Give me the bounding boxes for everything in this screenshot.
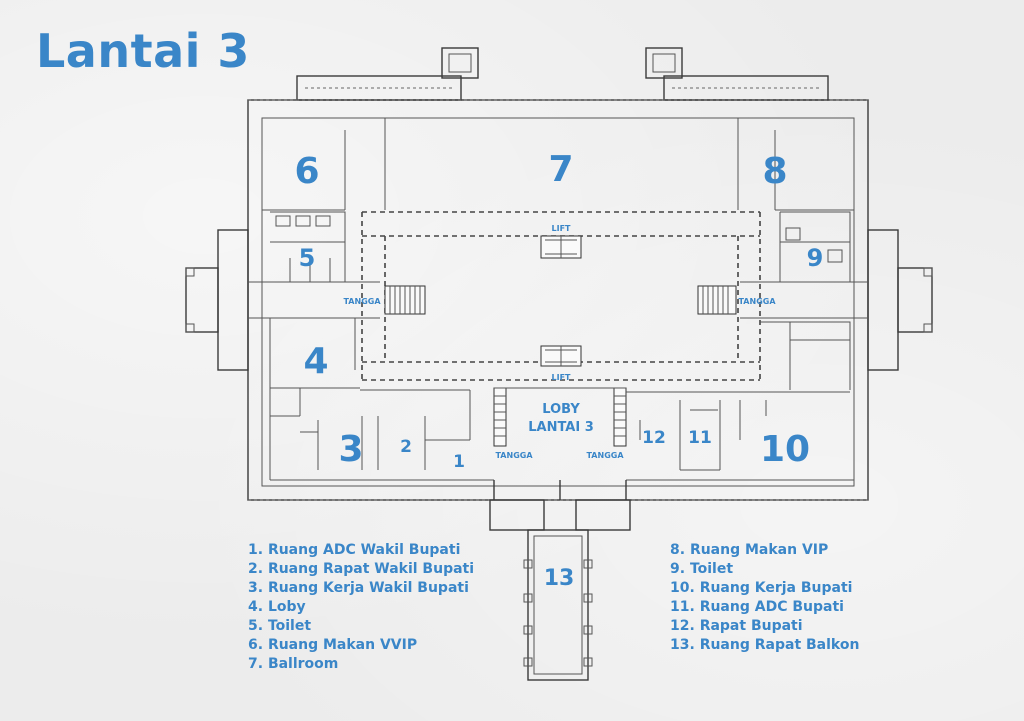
legend-item: 6. Ruang Makan VVIP xyxy=(248,637,418,653)
room-number-3: 3 xyxy=(338,429,363,470)
roof-towers xyxy=(296,47,829,101)
legend-right: 8. Ruang Makan VIP 9. Toilet 10. Ruang K… xyxy=(670,541,859,655)
legend-item: 10. Ruang Kerja Bupati xyxy=(670,580,853,596)
stairs-right xyxy=(697,285,737,315)
legend-item: 5. Toilet xyxy=(248,618,312,634)
lift-top-label: LIFT xyxy=(552,224,572,233)
stairs-left-label: TANGGA xyxy=(343,297,381,306)
stairs-bottom-right-label: TANGGA xyxy=(586,451,624,460)
legend-item: 8. Ruang Makan VIP xyxy=(670,542,829,558)
lift-bottom xyxy=(540,345,582,367)
legend-item: 12. Rapat Bupati xyxy=(670,618,803,634)
room-number-7: 7 xyxy=(548,149,573,190)
room-number-2: 2 xyxy=(400,437,412,457)
stairs-bottom-right xyxy=(613,387,627,447)
legend-item: 9. Toilet xyxy=(670,561,734,577)
room-number-4: 4 xyxy=(303,341,328,382)
lobby-label-line2: LANTAI 3 xyxy=(528,420,594,435)
lobby-label-line1: LOBY xyxy=(542,402,580,417)
legend-item: 2. Ruang Rapat Wakil Bupati xyxy=(248,561,475,577)
legend-item: 1. Ruang ADC Wakil Bupati xyxy=(248,542,461,558)
lift-top xyxy=(540,235,582,259)
room-number-11: 11 xyxy=(688,428,712,448)
room-number-6: 6 xyxy=(294,151,319,192)
room-number-1: 1 xyxy=(453,452,465,472)
room-number-13: 13 xyxy=(544,566,575,591)
legend-left: 1. Ruang ADC Wakil Bupati 2. Ruang Rapat… xyxy=(248,541,474,674)
side-wings xyxy=(185,229,933,371)
page-title: Lantai 3 xyxy=(36,24,250,78)
legend-item: 7. Ballroom xyxy=(248,656,339,672)
legend-item: 13. Ruang Rapat Balkon xyxy=(670,637,860,653)
room-number-8: 8 xyxy=(762,151,787,192)
room-number-10: 10 xyxy=(760,429,810,470)
legend-item: 4. Loby xyxy=(248,599,306,615)
right-rooms xyxy=(626,130,854,481)
room-number-12: 12 xyxy=(642,428,666,448)
stairs-left xyxy=(384,285,426,315)
left-rooms xyxy=(262,130,494,481)
legend-item: 11. Ruang ADC Bupati xyxy=(670,599,844,615)
stairs-right-label: TANGGA xyxy=(738,297,776,306)
stairs-bottom-left xyxy=(493,387,507,447)
lift-bottom-label: LIFT xyxy=(552,373,572,382)
legend-item: 3. Ruang Kerja Wakil Bupati xyxy=(248,580,469,596)
room-number-5: 5 xyxy=(299,244,316,272)
room-number-9: 9 xyxy=(807,244,824,272)
stairs-bottom-left-label: TANGGA xyxy=(495,451,533,460)
balcony xyxy=(489,499,631,681)
lobby-entrance xyxy=(493,387,627,500)
